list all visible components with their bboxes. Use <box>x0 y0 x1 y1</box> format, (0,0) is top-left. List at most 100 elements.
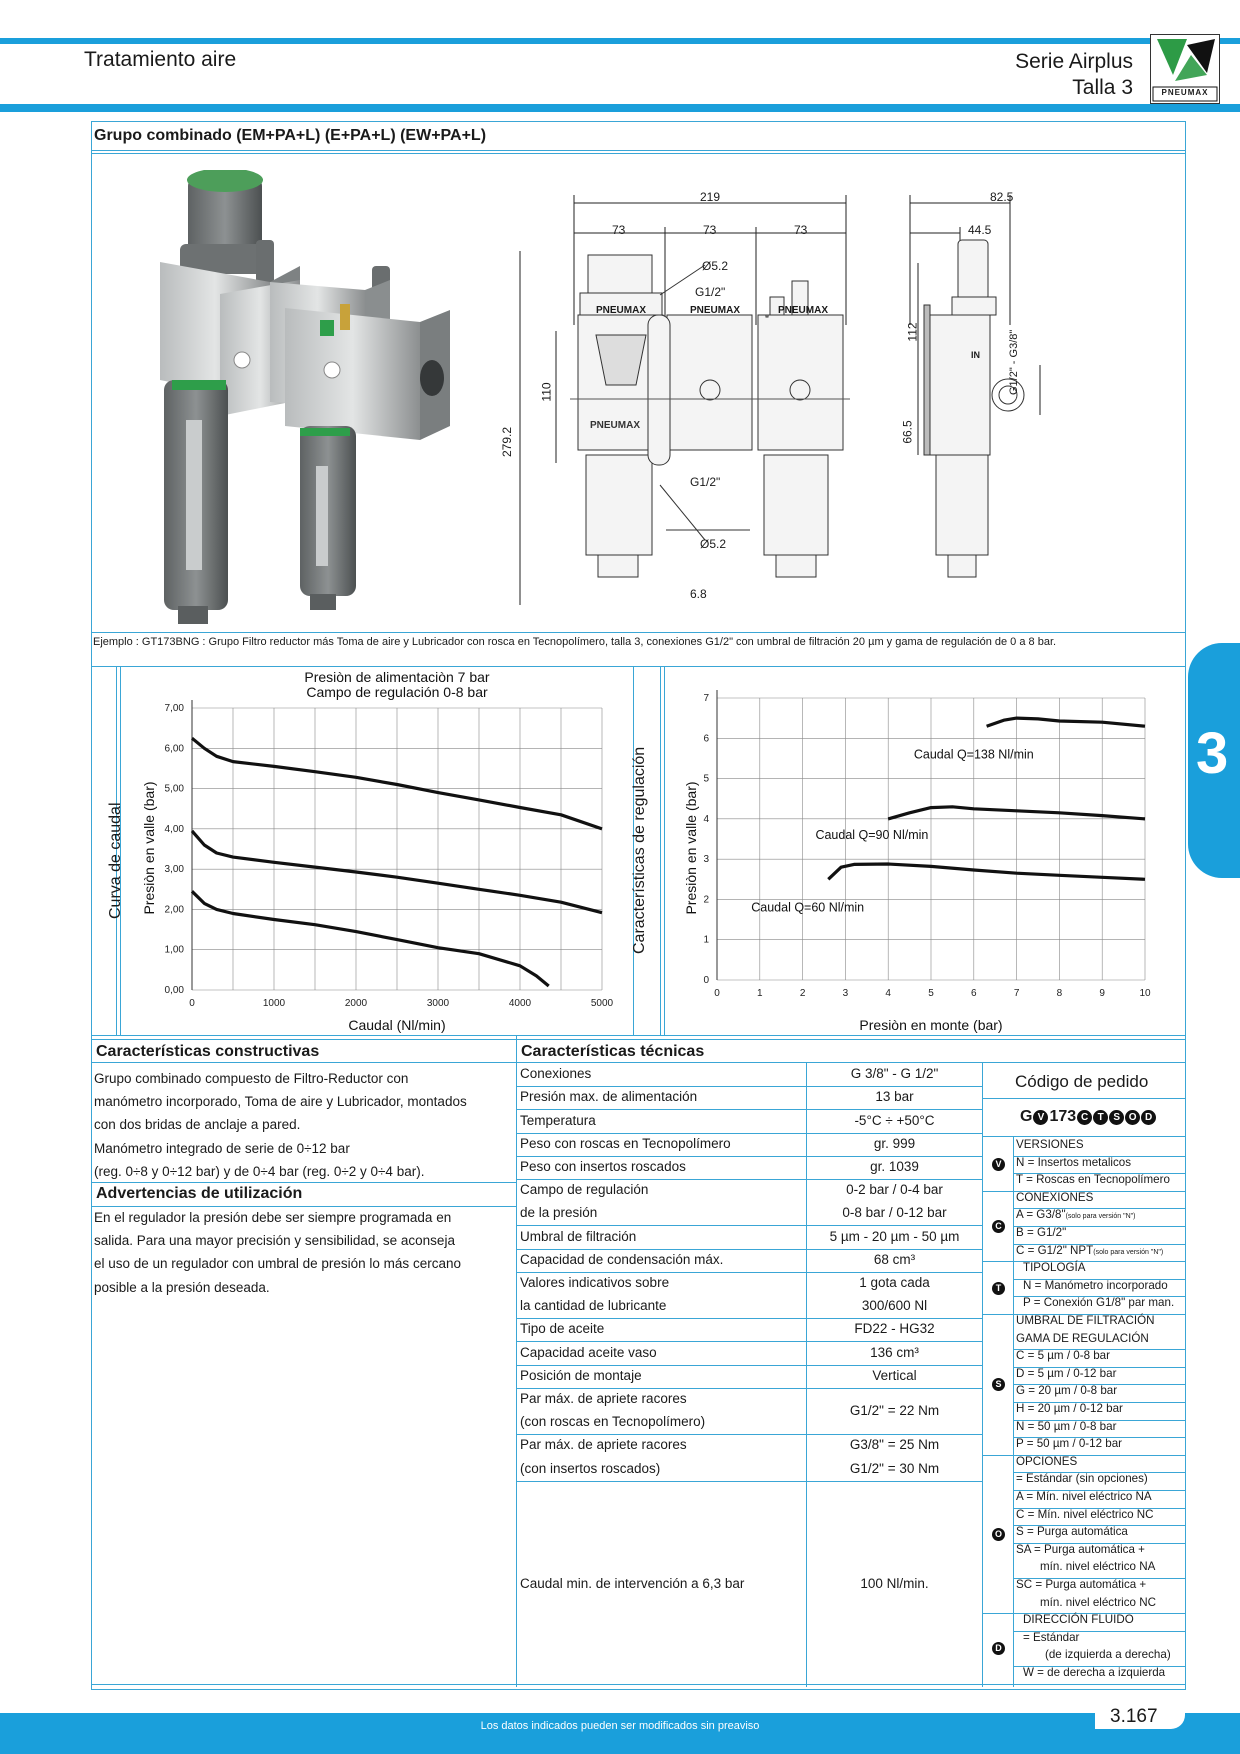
x-tick-label: 7 <box>1014 988 1020 999</box>
series-line <box>827 862 1146 881</box>
tech-row-label: Umbral de filtración <box>520 1228 637 1244</box>
tech-row-label: Par máx. de apriete racores <box>520 1437 687 1453</box>
advertencias-line: salida. Para una mayor precisión y sensi… <box>94 1233 455 1249</box>
x-tick-label: 1000 <box>263 998 286 1009</box>
tech-row-label: (con roscas en Tecnopolímero) <box>520 1414 706 1430</box>
section-header-title: Tratamiento aire <box>84 48 237 71</box>
tech-row-label: Peso con roscas en Tecnopolímero <box>520 1135 731 1151</box>
order-option: = Estándar (sin opciones) <box>1016 1472 1148 1486</box>
y-axis-label: Presiòn en valle (bar) <box>683 781 699 914</box>
order-group-marker: O <box>992 1528 1005 1541</box>
tech-row-label: Tipo de aceite <box>520 1321 605 1337</box>
tech-row-value: G3/8" = 25 Nm <box>849 1437 940 1453</box>
tech-row-value: 13 bar <box>875 1089 914 1105</box>
order-option: mín. nivel eléctrico NC <box>1040 1595 1156 1609</box>
order-option: B = G1/2" <box>1016 1226 1067 1239</box>
advertencias-text: En el regulador la presión debe ser siem… <box>94 1206 514 1299</box>
tech-row-value: G1/2" = 22 Nm <box>849 1402 940 1418</box>
dim-112: 112 <box>905 322 920 342</box>
tech-row-value: 0-2 bar / 0-4 bar <box>846 1182 943 1198</box>
order-option: C = G1/2" NPT(solo para versión "N") <box>1016 1243 1164 1257</box>
y-tick-label: 2 <box>703 894 709 905</box>
series-line <box>986 716 1146 728</box>
order-option: (de izquierda a derecha) <box>1045 1648 1171 1662</box>
x-axis-label: Caudal (Nl/min) <box>348 1017 445 1033</box>
x-tick-label: 1 <box>757 988 763 999</box>
tech-row-value: 1 gota cada <box>859 1274 930 1290</box>
advertencias-line: En el regulador la presión debe ser siem… <box>94 1210 452 1225</box>
order-option: P = 50 µm / 0-12 bar <box>1016 1437 1123 1451</box>
dim-73-a: 73 <box>612 223 626 237</box>
x-tick-label: 5 <box>928 988 934 999</box>
x-tick-label: 3000 <box>427 998 450 1009</box>
series-line <box>887 805 1146 821</box>
order-option: UMBRAL DE FILTRACIÓN <box>1016 1314 1155 1327</box>
order-code-prefix: G <box>1020 1108 1033 1125</box>
dim-g12-top: G1/2" <box>695 285 726 299</box>
footer-note: Los datos indicados pueden ser modificad… <box>480 1720 760 1732</box>
order-option: S = Purga automática <box>1016 1525 1128 1539</box>
order-option: DIRECCIÓN FLUIDO <box>1023 1613 1134 1627</box>
tech-row-label: Par máx. de apriete racores <box>520 1390 687 1406</box>
order-option: W = de derecha a izquierda <box>1023 1666 1166 1679</box>
page-number: 3.167 <box>1110 1706 1158 1727</box>
page-number-box <box>1095 1705 1185 1729</box>
tech-row-label: Valores indicativos sobre <box>520 1274 670 1290</box>
chart-subtitle: Campo de regulación 0-8 bar <box>306 684 488 700</box>
chapter-number: 3 <box>1196 721 1229 786</box>
header-bottom-bar <box>0 104 1240 112</box>
tech-row-label: la cantidad de lubricante <box>520 1298 667 1314</box>
chart-title: Presiòn de alimentaciòn 7 bar <box>304 669 490 685</box>
x-tick-label: 3 <box>843 988 849 999</box>
dim-44-5: 44.5 <box>968 223 992 237</box>
order-option: CONEXIONES <box>1016 1190 1094 1204</box>
y-tick-label: 5,00 <box>165 784 185 795</box>
tech-row-value: 0-8 bar / 0-12 bar <box>842 1205 947 1221</box>
order-option-note: (solo para versión "N") <box>1093 1248 1164 1256</box>
x-axis-label: Presiòn en monte (bar) <box>859 1017 1002 1033</box>
dim-73-b: 73 <box>703 223 717 237</box>
order-option: G = 20 µm / 0-8 bar <box>1016 1384 1118 1398</box>
x-tick-label: 4 <box>885 988 891 999</box>
x-tick-label: 10 <box>1139 988 1151 999</box>
code-letter-c: C <box>1077 1109 1093 1125</box>
tech-row-value: G 3/8" - G 1/2" <box>850 1066 939 1082</box>
code-letter-s: S <box>1109 1109 1125 1125</box>
order-option: H = 20 µm / 0-12 bar <box>1016 1402 1123 1415</box>
tech-row-value: 5 µm - 20 µm - 50 µm <box>829 1228 960 1244</box>
tech-row-value: 136 cm³ <box>870 1344 919 1360</box>
advertencias-title: Advertencias de utilización <box>96 1185 303 1202</box>
header-top-bar <box>0 38 1240 44</box>
series-label: Caudal Q=138 Nl/min <box>914 747 1034 761</box>
order-group-marker: S <box>992 1378 1005 1392</box>
tech-row-label: (con insertos roscados) <box>520 1460 661 1476</box>
y-tick-label: 3,00 <box>165 864 185 875</box>
drawing-brand: PNEUMAX <box>590 420 641 431</box>
constructivas-line: (reg. 0÷8 y 0÷12 bar) y de 0÷4 bar (reg.… <box>94 1163 425 1179</box>
dim-219: 219 <box>700 190 721 204</box>
y-tick-label: 4,00 <box>165 824 185 835</box>
advertencias-line: posible a la presión deseada. <box>94 1279 270 1295</box>
series-line <box>190 736 603 831</box>
tech-row-value: gr. 1039 <box>870 1158 919 1174</box>
order-option: T = Roscas en Tecnopolímero <box>1016 1173 1170 1187</box>
tech-row-label: Capacidad aceite vaso <box>520 1344 657 1360</box>
tecnicas-title: Características técnicas <box>521 1043 705 1060</box>
order-option: N = Insertos metalicos <box>1016 1155 1132 1169</box>
logo-text: PNEUMAX <box>1161 88 1209 97</box>
drawing-brand-3: PNEUMAX <box>778 305 829 316</box>
y-tick-label: 0,00 <box>165 985 185 996</box>
tech-row-value: gr. 999 <box>873 1135 916 1151</box>
tech-row-value: 68 cm³ <box>873 1251 916 1267</box>
order-option: C = 5 µm / 0-8 bar <box>1016 1349 1110 1363</box>
order-option: VERSIONES <box>1016 1138 1084 1151</box>
y-tick-label: 1,00 <box>165 945 185 956</box>
code-letter-v: V <box>1033 1109 1049 1125</box>
order-option: N = Manómetro incorporado <box>1023 1278 1168 1292</box>
order-option: SC = Purga automática + <box>1016 1578 1147 1591</box>
chapter-tab <box>1188 643 1240 878</box>
order-option: = Estándar <box>1023 1630 1080 1644</box>
code-letter-t: T <box>1093 1109 1109 1125</box>
order-option-note: (solo para versión "N") <box>1065 1213 1136 1221</box>
x-tick-label: 2 <box>800 988 806 999</box>
